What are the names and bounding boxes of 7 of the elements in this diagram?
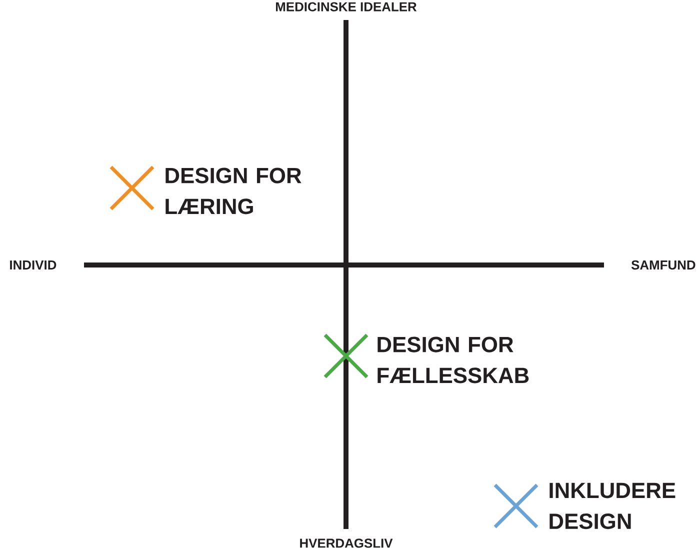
axis-label: MEDICINSKE IDEALER <box>276 2 417 12</box>
axis-label: INDIVID <box>10 260 56 270</box>
axis-label: SAMFUND <box>631 260 696 270</box>
quadrant-label: DESIGN FOR LÆRING <box>166 168 302 214</box>
axis-label: HVERDAGSLIV <box>300 538 393 548</box>
quadrant-label: INKLUDERE DESIGN <box>550 482 676 530</box>
quadrant-label: DESIGN FOR FÆLLESSKAB <box>378 336 529 384</box>
